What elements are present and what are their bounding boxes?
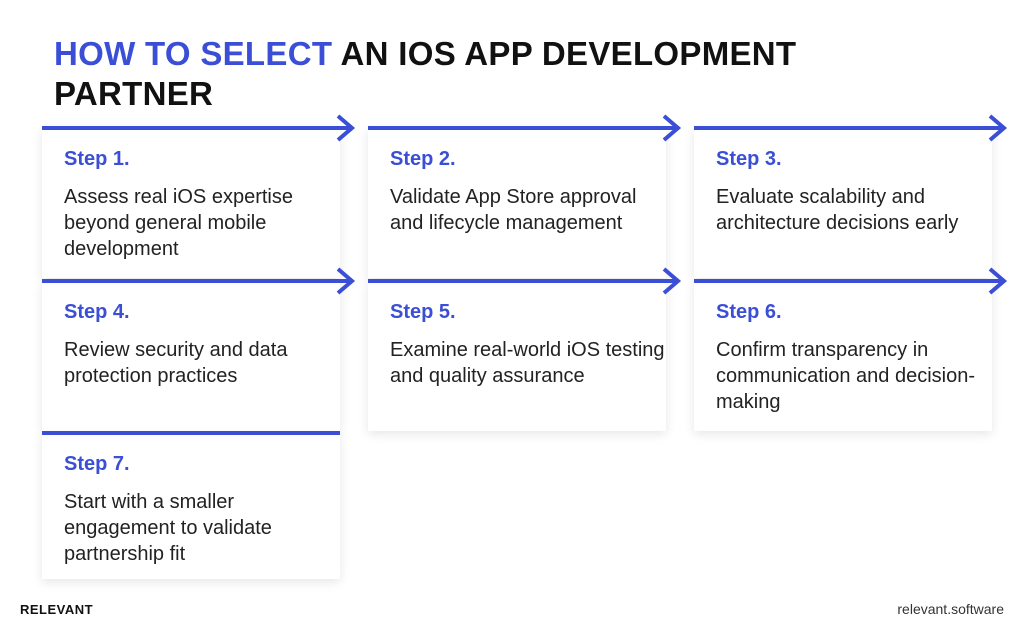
arrow-right-icon bbox=[662, 114, 682, 142]
step-label: Step 2. bbox=[390, 148, 456, 170]
step-label: Step 3. bbox=[716, 148, 782, 170]
arrow-right-icon bbox=[988, 267, 1008, 295]
title-rest: AN IOS APP DEVELOPMENT bbox=[332, 35, 797, 72]
arrow-right-icon bbox=[336, 114, 356, 142]
site-url: relevant.software bbox=[897, 601, 1004, 617]
connector-line bbox=[42, 431, 340, 435]
step-description: Start with a smaller engagement to valid… bbox=[64, 491, 272, 565]
step-card-1: Step 1. Assess real iOS expertise beyond… bbox=[42, 114, 356, 278]
step-description: Validate App Store approval and lifecycl… bbox=[390, 186, 637, 234]
arrow-right-icon bbox=[662, 267, 682, 295]
connector-line bbox=[368, 279, 678, 283]
step-description: Examine real-world iOS testing and quali… bbox=[390, 339, 665, 387]
step-label: Step 7. bbox=[64, 453, 130, 475]
step-description: Evaluate scalability and architecture de… bbox=[716, 186, 959, 234]
arrow-right-icon bbox=[988, 114, 1008, 142]
connector-line bbox=[694, 279, 1004, 283]
brand-logo: RELEVANT bbox=[20, 602, 94, 617]
connector-line bbox=[694, 126, 1004, 130]
step-card-2: Step 2. Validate App Store approval and … bbox=[368, 114, 682, 278]
step-card-5: Step 5. Examine real-world iOS testing a… bbox=[368, 267, 682, 431]
connector-line bbox=[368, 126, 678, 130]
step-label: Step 6. bbox=[716, 301, 782, 323]
connector-line bbox=[42, 126, 352, 130]
step-description: Review security and data protection prac… bbox=[64, 339, 288, 387]
step-label: Step 4. bbox=[64, 301, 130, 323]
step-card-7: Step 7. Start with a smaller engagement … bbox=[42, 431, 340, 579]
step-card-4: Step 4. Review security and data protect… bbox=[42, 267, 356, 431]
step-description: Confirm transparency in communication an… bbox=[716, 339, 976, 413]
step-card-6: Step 6. Confirm transparency in communic… bbox=[694, 267, 1008, 431]
step-description: Assess real iOS expertise beyond general… bbox=[64, 186, 293, 260]
connector-line bbox=[42, 279, 352, 283]
title-line2: PARTNER bbox=[54, 75, 214, 112]
step-label: Step 1. bbox=[64, 148, 130, 170]
title-accent: HOW TO SELECT bbox=[54, 35, 333, 72]
page-title: HOW TO SELECT AN IOS APP DEVELOPMENT PAR… bbox=[54, 34, 954, 114]
step-card-3: Step 3. Evaluate scalability and archite… bbox=[694, 114, 1008, 278]
step-label: Step 5. bbox=[390, 301, 456, 323]
arrow-right-icon bbox=[336, 267, 356, 295]
